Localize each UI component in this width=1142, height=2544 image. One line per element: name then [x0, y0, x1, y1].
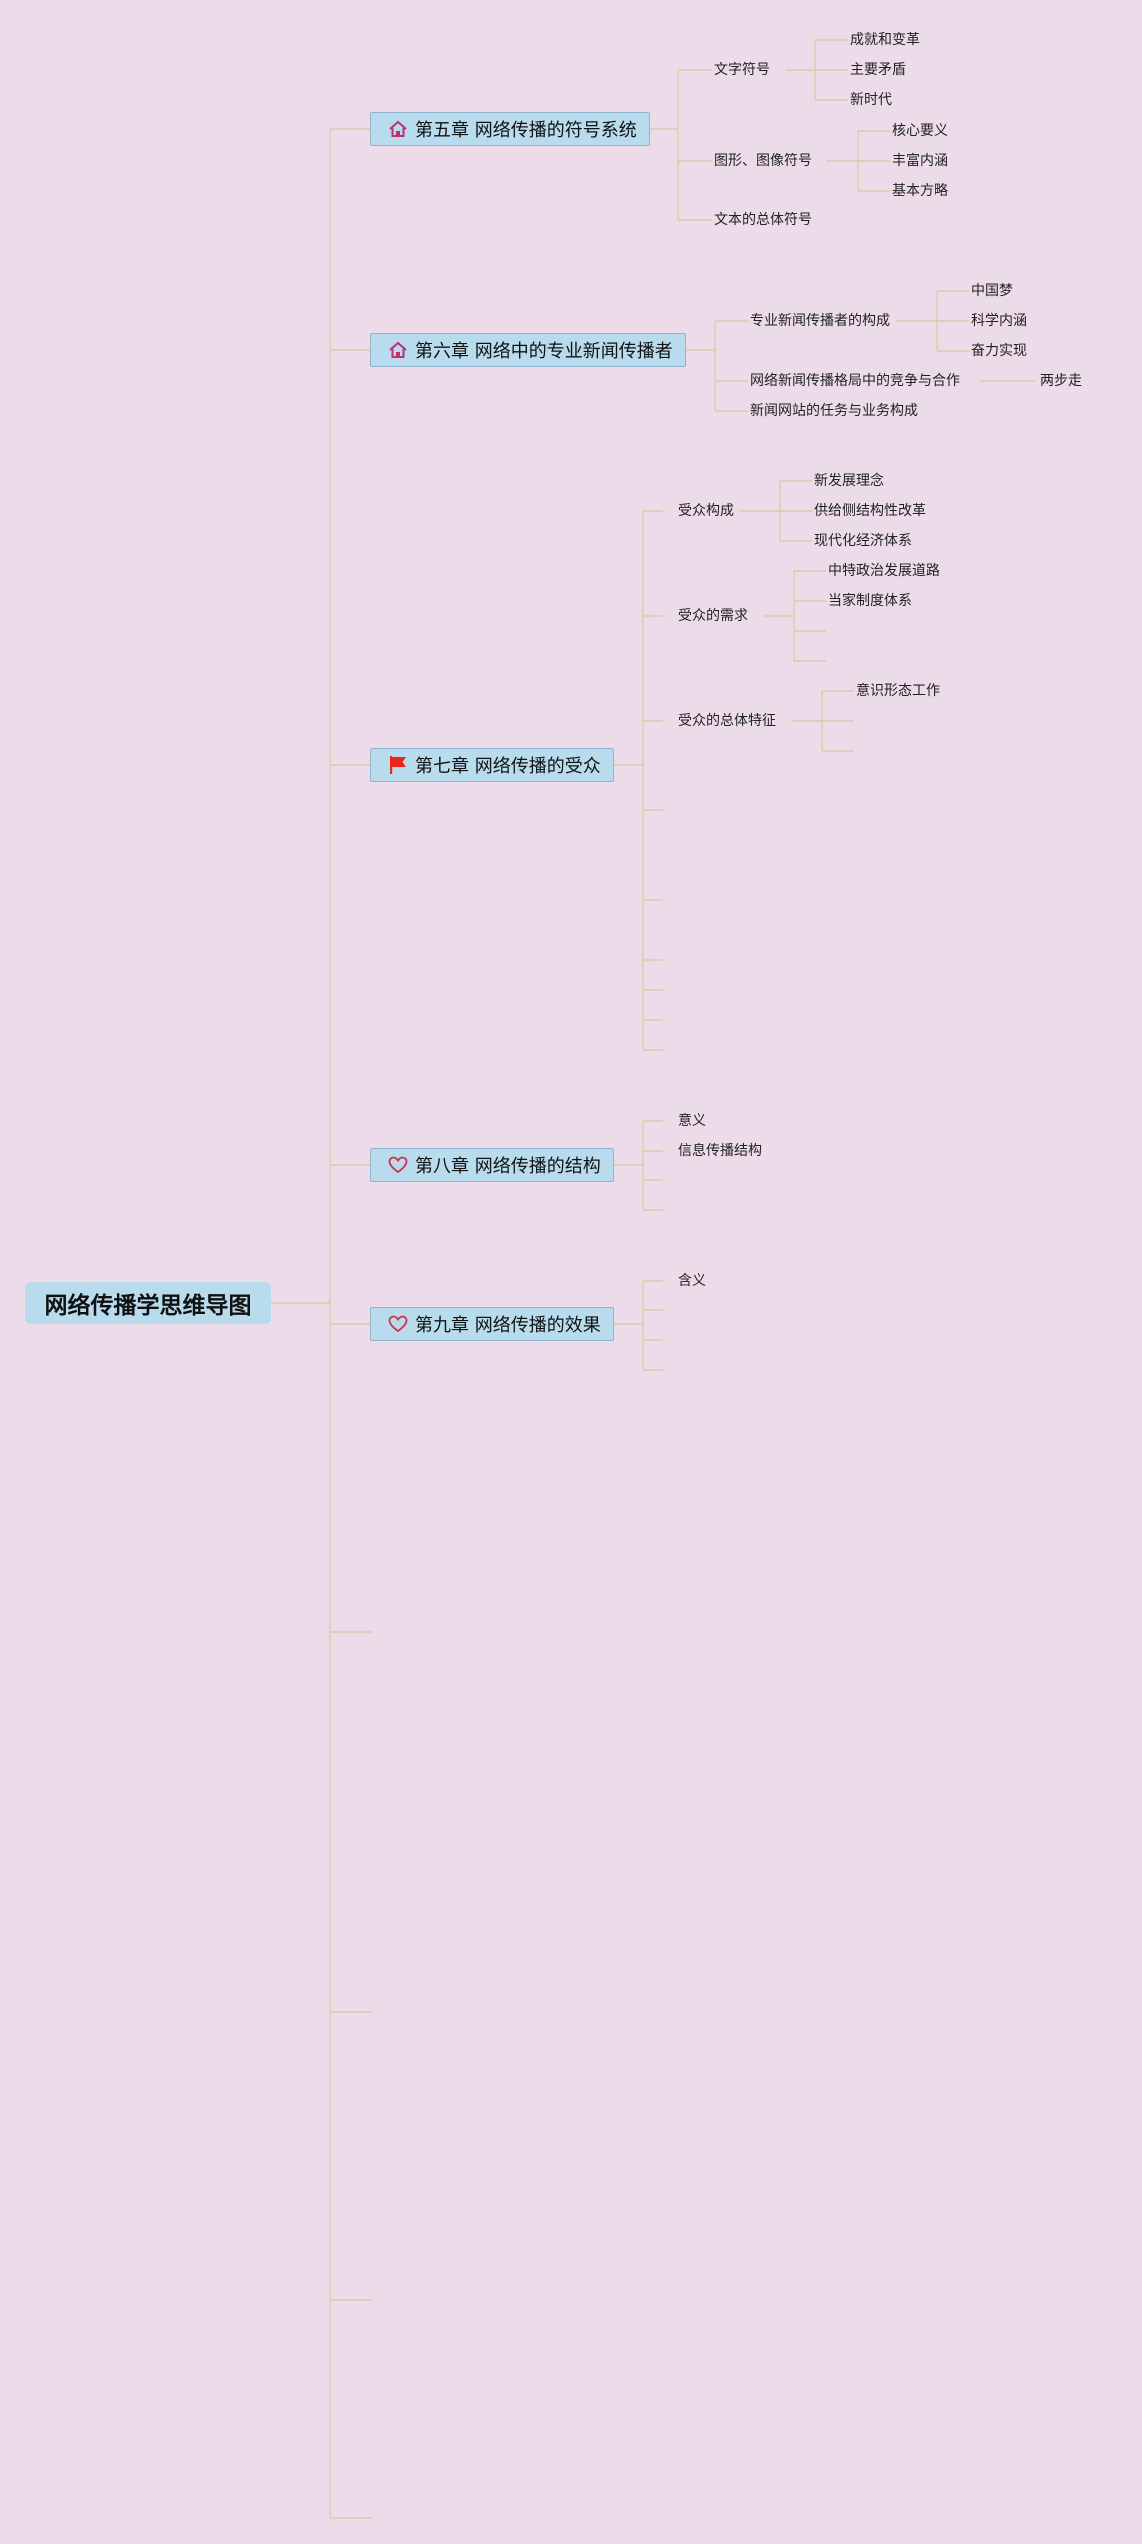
chapter-9-node[interactable]: 第九章 网络传播的效果 — [370, 1307, 614, 1341]
subtopic[interactable]: 中特政治发展道路 — [828, 563, 940, 579]
chapter-6-node[interactable]: 第六章 网络中的专业新闻传播者 — [370, 333, 686, 367]
chapter-7-node[interactable]: 第七章 网络传播的受众 — [370, 748, 614, 782]
heart-icon — [388, 1156, 408, 1174]
topic-text-symbols[interactable]: 文字符号 — [714, 62, 770, 78]
subtopic[interactable]: 奋力实现 — [971, 343, 1027, 359]
subtopic[interactable]: 新时代 — [850, 92, 892, 108]
subtopic[interactable]: 核心要义 — [892, 123, 948, 139]
topic-meaning[interactable]: 意义 — [678, 1113, 706, 1129]
subtopic[interactable]: 成就和变革 — [850, 32, 920, 48]
topic-audience-features[interactable]: 受众的总体特征 — [678, 713, 776, 729]
topic-competition-cooperation[interactable]: 网络新闻传播格局中的竞争与合作 — [750, 373, 960, 389]
subtopic[interactable]: 供给侧结构性改革 — [814, 503, 926, 519]
subtopic[interactable]: 科学内涵 — [971, 313, 1027, 329]
subtopic[interactable]: 中国梦 — [971, 283, 1013, 299]
chapter-6-label: 第六章 网络中的专业新闻传播者 — [415, 341, 673, 362]
subtopic[interactable]: 现代化经济体系 — [814, 533, 912, 549]
subtopic[interactable]: 主要矛盾 — [850, 62, 906, 78]
topic-definition[interactable]: 含义 — [678, 1273, 706, 1289]
topic-graphic-symbols[interactable]: 图形、图像符号 — [714, 153, 812, 169]
subtopic[interactable]: 丰富内涵 — [892, 153, 948, 169]
house-icon — [389, 120, 407, 137]
chapter-5-label: 第五章 网络传播的符号系统 — [415, 120, 637, 141]
chapter-9-label: 第九章 网络传播的效果 — [415, 1315, 601, 1336]
subtopic[interactable]: 两步走 — [1040, 373, 1082, 389]
chapter-7-label: 第七章 网络传播的受众 — [415, 756, 601, 777]
topic-audience-composition[interactable]: 受众构成 — [678, 503, 734, 519]
flag-icon — [390, 756, 406, 774]
topic-audience-needs[interactable]: 受众的需求 — [678, 608, 748, 624]
subtopic[interactable]: 当家制度体系 — [828, 593, 912, 609]
topic-website-tasks[interactable]: 新闻网站的任务与业务构成 — [750, 403, 918, 419]
topic-journalist-composition[interactable]: 专业新闻传播者的构成 — [750, 313, 890, 329]
subtopic[interactable]: 新发展理念 — [814, 473, 884, 489]
heart-icon — [388, 1315, 408, 1333]
root-node[interactable]: 网络传播学思维导图 — [25, 1282, 271, 1324]
house-icon — [389, 341, 407, 358]
subtopic[interactable]: 基本方略 — [892, 183, 948, 199]
chapter-8-label: 第八章 网络传播的结构 — [415, 1156, 601, 1177]
topic-info-structure[interactable]: 信息传播结构 — [678, 1143, 762, 1159]
topic-overall-symbols[interactable]: 文本的总体符号 — [714, 212, 812, 228]
chapter-8-node[interactable]: 第八章 网络传播的结构 — [370, 1148, 614, 1182]
subtopic[interactable]: 意识形态工作 — [856, 683, 940, 699]
chapter-5-node[interactable]: 第五章 网络传播的符号系统 — [370, 112, 650, 146]
